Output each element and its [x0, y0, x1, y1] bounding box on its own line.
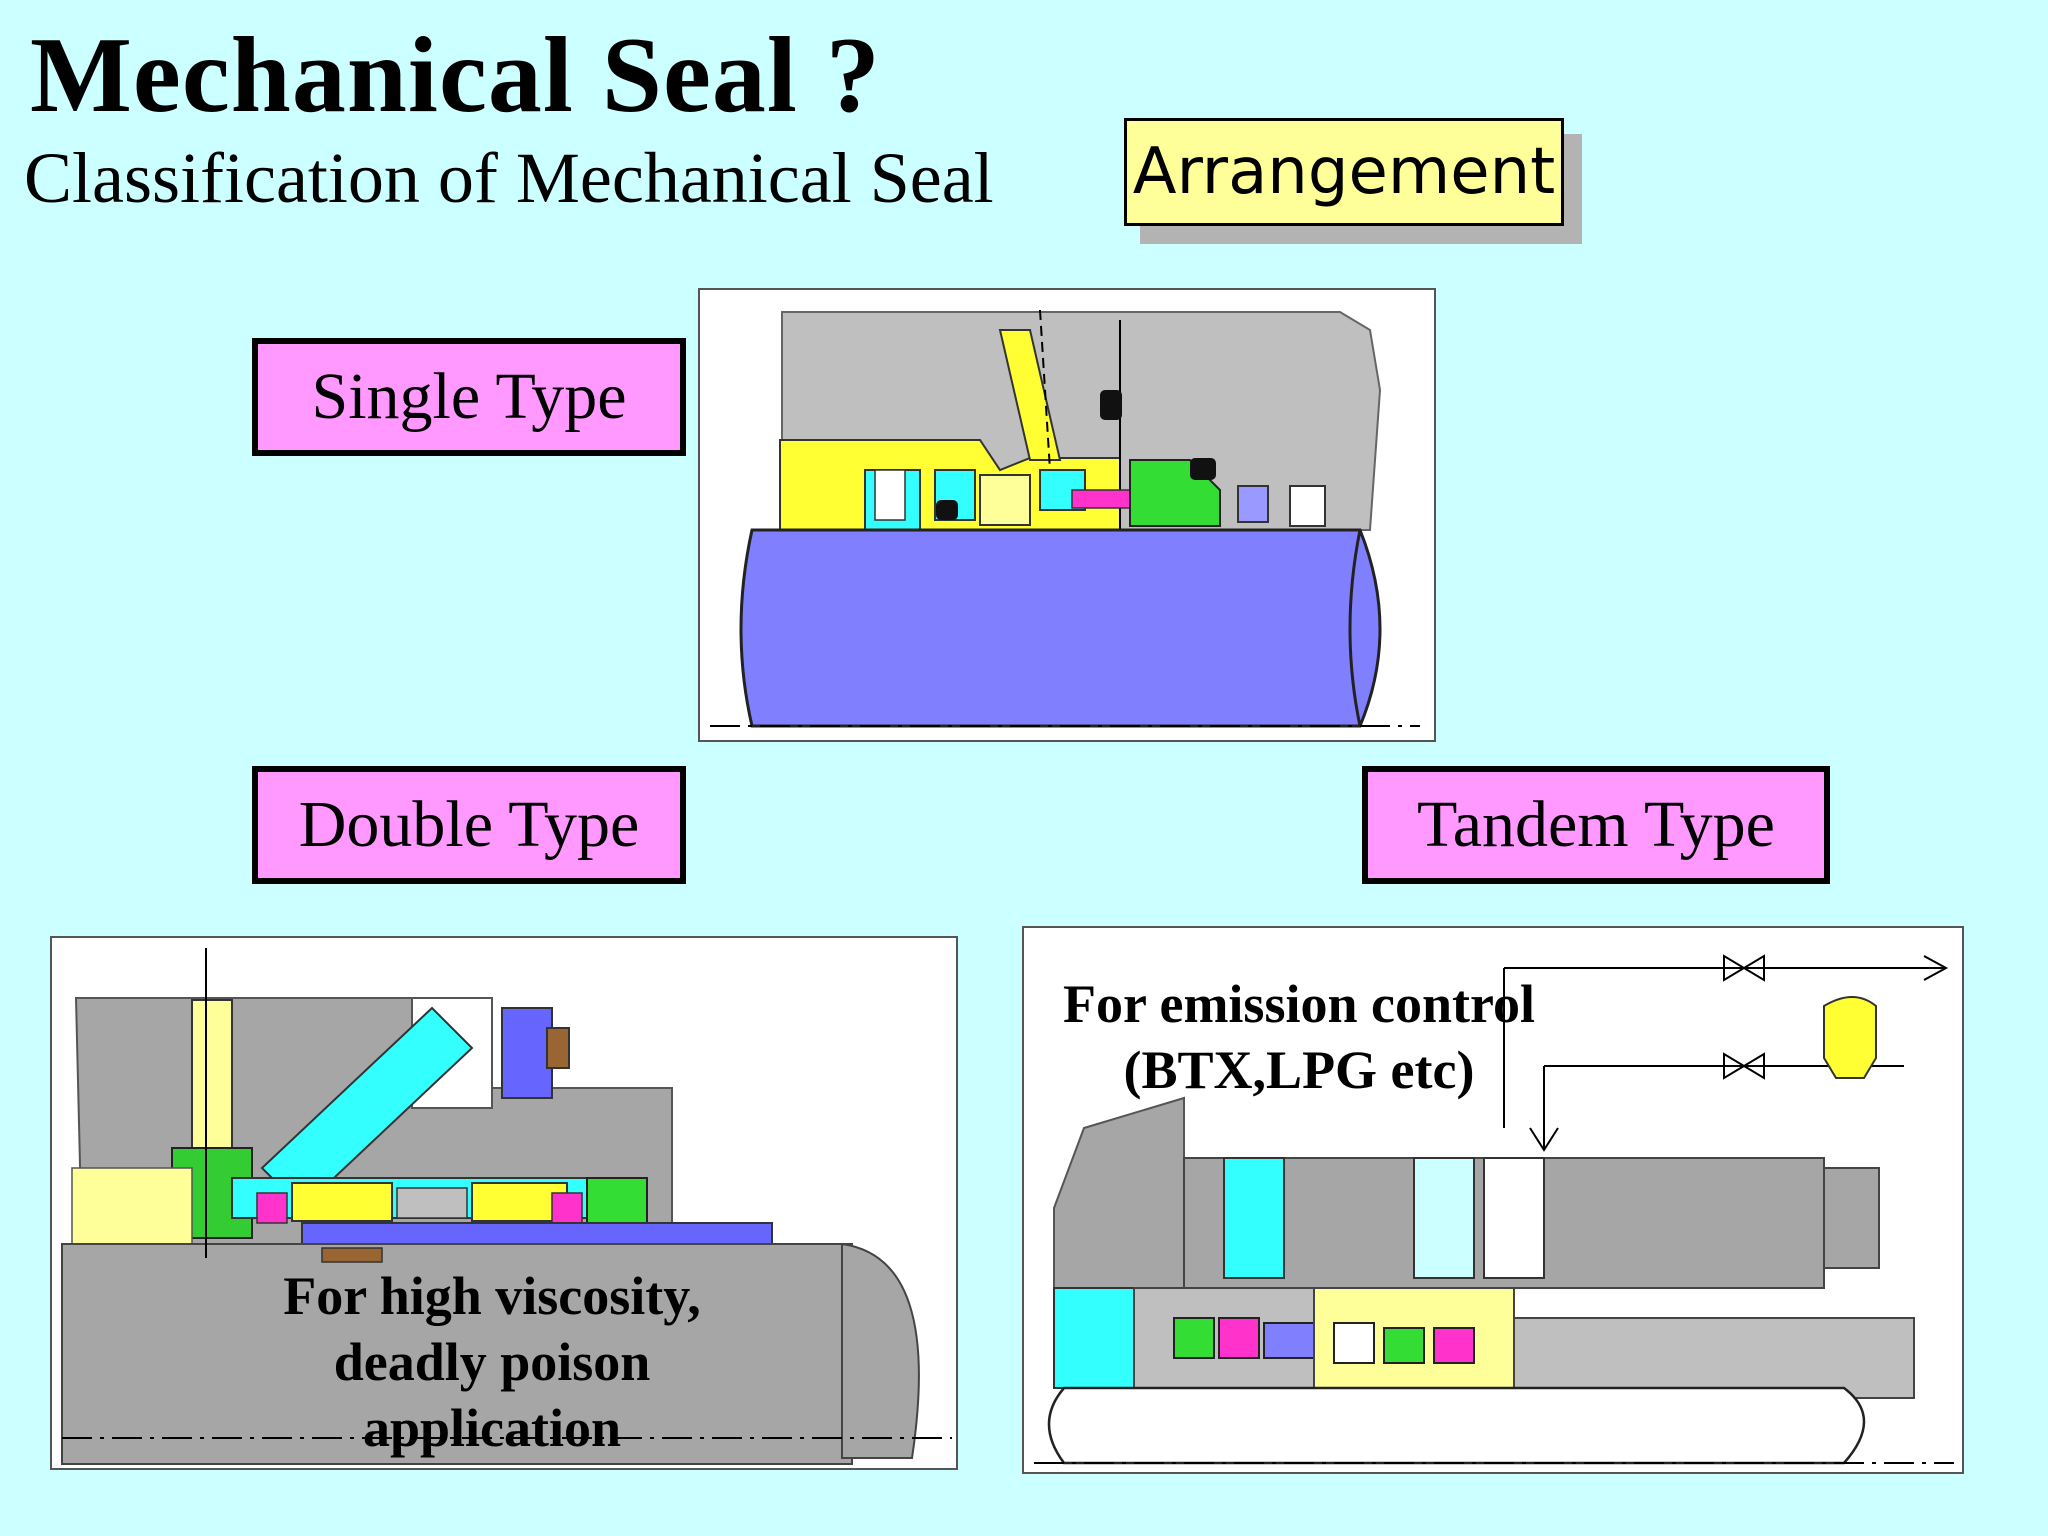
- tandem-type-label: Tandem Type: [1362, 766, 1830, 884]
- double-seal-diagram: For high viscosity, deadly poison applic…: [50, 936, 958, 1470]
- tandem-seal-diagram: For emission control (BTX,LPG etc): [1022, 926, 1964, 1474]
- page-title: Mechanical Seal ?: [30, 16, 881, 135]
- tandem-caption-line1: For emission control: [1063, 974, 1535, 1034]
- tandem-caption-line2: (BTX,LPG etc): [1123, 1039, 1475, 1100]
- double-caption: For high viscosity, deadly poison applic…: [232, 1264, 752, 1462]
- page-subtitle: Classification of Mechanical Seal: [24, 138, 994, 218]
- double-type-label: Double Type: [252, 766, 686, 884]
- arrangement-label: Arrangement: [1124, 118, 1564, 226]
- tandem-caption: For emission control (BTX,LPG etc): [1044, 972, 1554, 1104]
- double-caption-line2: deadly poison: [333, 1331, 651, 1392]
- double-caption-line3: application: [362, 1397, 622, 1458]
- single-type-label: Single Type: [252, 338, 686, 456]
- single-seal-diagram: [698, 288, 1436, 742]
- double-caption-line1: For high viscosity,: [283, 1266, 701, 1326]
